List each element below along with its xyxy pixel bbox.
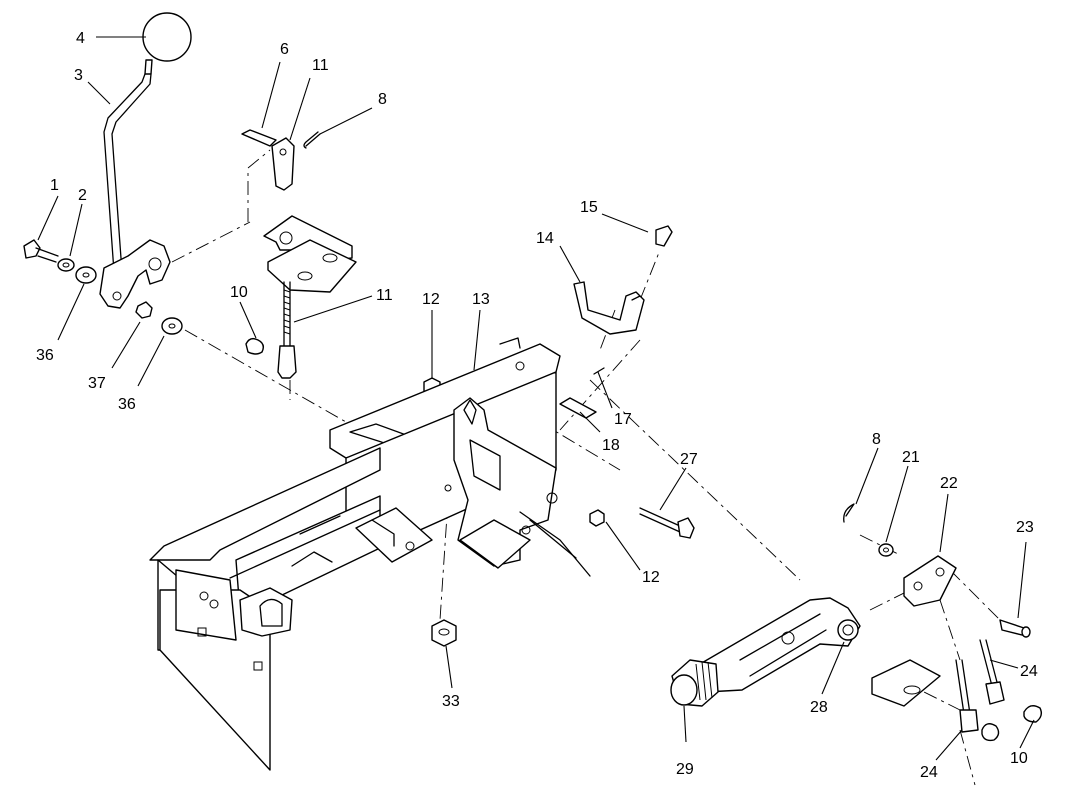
spring-bracket (573, 281, 645, 335)
bolt-15 (655, 225, 673, 247)
nut (135, 301, 153, 319)
callout-4: 4 (76, 30, 85, 47)
rod-end (277, 345, 297, 379)
pedal-arm (670, 597, 861, 707)
callout-17: 17 (614, 411, 632, 428)
callout-10-right: 10 (1010, 750, 1028, 767)
callout-22: 22 (940, 475, 958, 492)
shift-plate (99, 239, 171, 309)
callout-23: 23 (1016, 519, 1034, 536)
leader-lines (37, 36, 1035, 761)
callout-21: 21 (902, 449, 920, 466)
clip-10a (981, 723, 1000, 742)
spring-bracket-group (559, 225, 673, 419)
clevis-pin (241, 129, 277, 147)
callout-27: 27 (680, 451, 698, 468)
callout-18: 18 (602, 437, 620, 454)
nut-33 (431, 619, 457, 647)
callout-1: 1 (50, 177, 59, 194)
callout-13: 13 (472, 291, 490, 308)
clevis (271, 137, 295, 191)
washer-large (75, 266, 97, 284)
callout-numbers: 4 3 1 2 36 37 36 6 11 8 10 11 12 13 15 1… (36, 30, 1038, 781)
callout-12-lower: 12 (642, 569, 660, 586)
callout-24-upper: 24 (1020, 663, 1038, 680)
callout-33: 33 (442, 693, 460, 710)
callout-28: 28 (810, 699, 828, 716)
callout-11-top: 11 (312, 57, 329, 74)
right-linkage (843, 503, 1043, 742)
rod-end-24a (959, 709, 979, 733)
upper-linkage (241, 129, 357, 379)
pivot-bracket (444, 397, 591, 577)
clip (245, 337, 265, 355)
shift-lever-assembly (99, 12, 192, 309)
washer-lower (161, 317, 183, 335)
callout-36-left: 36 (36, 347, 54, 364)
callout-24-lower: 24 (920, 764, 938, 781)
washer (57, 258, 75, 272)
callout-29: 29 (676, 761, 694, 778)
link-22 (903, 555, 957, 607)
rod-end-24b (985, 681, 1005, 705)
callout-8-right: 8 (872, 431, 881, 448)
callout-3: 3 (74, 67, 83, 84)
clip-10b (1023, 705, 1043, 723)
callout-2: 2 (78, 187, 87, 204)
bolt (23, 239, 41, 259)
callout-14: 14 (536, 230, 554, 247)
left-hardware (23, 239, 183, 335)
washer-21 (878, 543, 894, 557)
callout-6: 6 (280, 41, 289, 58)
callout-8-top: 8 (378, 91, 387, 108)
pivot-bolt (639, 507, 695, 539)
callout-11-rod: 11 (376, 287, 393, 304)
callout-36-lower: 36 (118, 396, 136, 413)
adjust-plate-lower (267, 239, 357, 293)
callout-10-left: 10 (230, 284, 248, 301)
callout-15: 15 (580, 199, 598, 216)
spacer-12b (589, 509, 605, 527)
callout-37: 37 (88, 375, 106, 392)
main-frame (149, 337, 561, 771)
callout-12-top: 12 (422, 291, 440, 308)
key-18 (559, 397, 597, 419)
lever-knob (142, 12, 192, 62)
